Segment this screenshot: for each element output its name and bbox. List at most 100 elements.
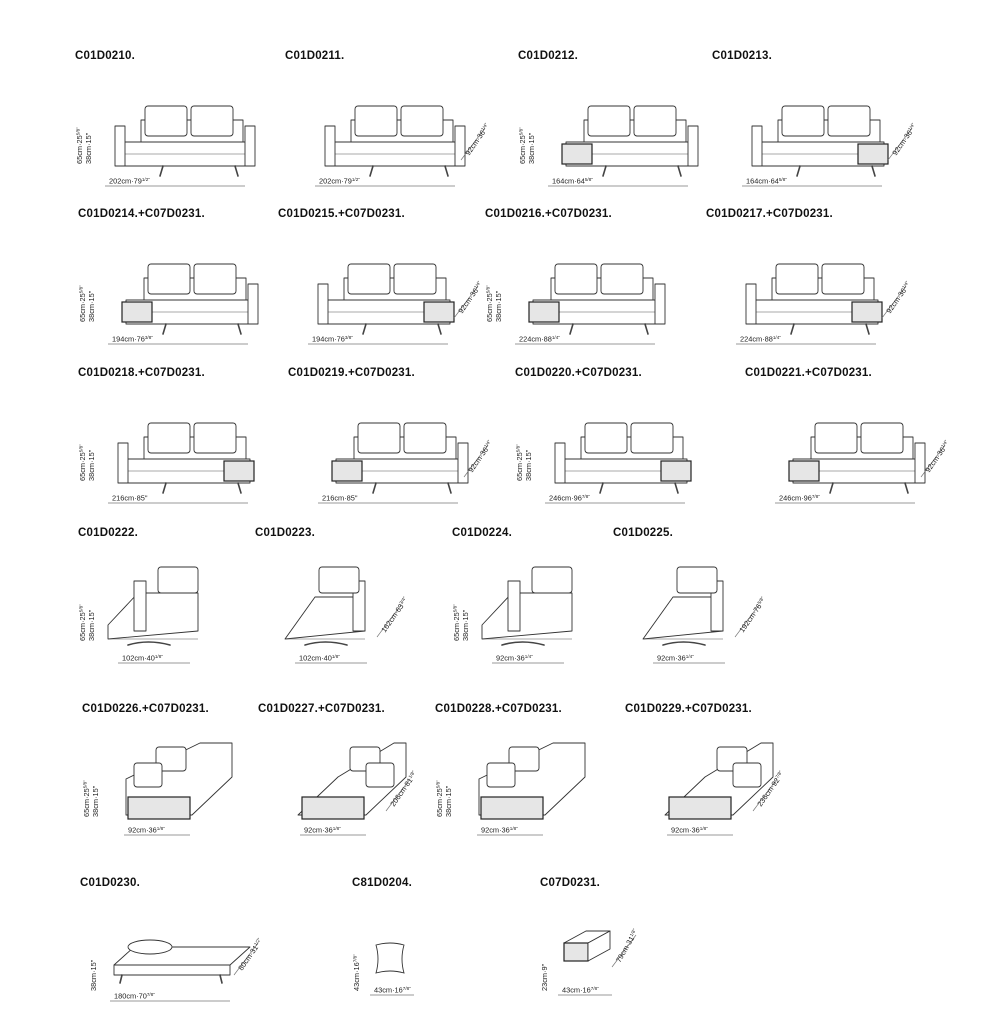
depth-label-main: 92cm·36 [456,286,480,315]
chaise-arm [133,580,147,632]
height-label: 65cm·255/8" [515,444,524,481]
right-armrest [244,125,256,167]
sofa-leg [865,323,870,335]
back-cushion [827,105,871,137]
width-label-main: 224cm·88 [519,335,552,344]
depth-label: 79cm·311/8" [614,927,640,964]
width-label-fraction: 7/8" [812,494,820,499]
width-label-main: 216cm·85" [322,494,358,503]
bench-leg [119,974,123,984]
width-label: 164cm·645/8" [746,177,787,186]
width-label: 92cm·361/8" [128,826,165,835]
width-label: 202cm·791/2" [109,177,150,186]
width-label: 224cm·881/4" [519,335,560,344]
width-label-main: 102cm·40 [299,654,332,663]
height-label-main: 65cm·25 [518,135,527,164]
product-code: C01D0227.+C07D0231. [258,703,385,715]
width-label-fraction: 7/8" [591,986,599,991]
chaise-base [662,641,706,646]
back-cushion [630,422,674,454]
back-cushion [781,105,825,137]
product-code: C01D0221.+C07D0231. [745,367,872,379]
back-cushion [403,422,447,454]
product-code: C01D0213. [712,50,772,62]
product-code: C01D0210. [75,50,135,62]
seat-height-label: 38cm·15" [87,290,96,322]
depth-dimension-line [611,934,637,968]
sofa-leg [437,323,442,335]
width-label: 92cm·361/8" [304,826,341,835]
sofa-leg [904,482,909,494]
product-cell: C01D0226.+C07D0231. 65cm·255/8"38cm·15" 92… [82,703,302,853]
width-label-main: 202cm·79 [319,177,352,186]
product-code: C01D0229.+C07D0231. [625,703,752,715]
height-label-main: 65cm·25 [75,135,84,164]
back-cushion [554,263,598,295]
back-cushion [633,105,677,137]
depth-dimension-line [376,604,402,638]
product-code: C01D0223. [255,527,315,539]
depth-dimension-line [734,604,760,638]
depth-dimension-line [385,778,411,812]
back-cushion [193,422,237,454]
width-label-main: 246cm·96 [779,494,812,503]
sofa-leg [602,165,607,177]
product-cell: C01D0214.+C07D0231.65cm·255/8"38cm·15"19… [78,208,298,358]
height-label: 65cm·255/8" [78,444,87,481]
height-label-fraction: 7/8" [352,954,357,962]
product-drawing: 38cm·15"180cm·707/8"80cm·311/2" [89,937,262,1002]
product-drawing: 216cm·85"92cm·361/4" [318,422,492,504]
product-cell: C01D0222.65cm·255/8"38cm·15"102cm·401/8" [78,527,298,677]
width-label-main: 43cm·16 [374,986,403,995]
product-cell: C01D0230.38cm·15"180cm·707/8"80cm·311/2" [80,877,300,1027]
back-cushion [775,263,819,295]
product-code: C01D0226.+C07D0231. [82,703,209,715]
corner-cushion [365,762,395,788]
width-label-fraction: 1/8" [333,826,341,831]
depth-label: 92cm·361/4" [463,122,492,158]
height-label: 65cm·255/8" [435,780,444,817]
width-label-fraction: 1/8" [510,826,518,831]
height-label-fraction: 5/8" [515,444,520,452]
depth-label-main: 92cm·36 [466,445,490,474]
height-label-main: 65cm·25 [78,293,87,322]
chaise-base [304,641,348,646]
chaise-seat [107,592,199,640]
height-label: 65cm·255/8" [82,780,91,817]
depth-label: 192cm·765/8" [737,595,768,634]
product-drawing: 246cm·967/8"92cm·361/4" [775,422,949,504]
width-label-main: 224cm·88 [740,335,773,344]
depth-label-main: 92cm·36 [884,286,908,315]
sofa-leg [829,482,834,494]
left-armrest [114,125,126,167]
width-label-main: 92cm·36 [128,826,157,835]
width-label-main: 102cm·40 [122,654,155,663]
back-cushion [147,422,191,454]
product-drawing: 65cm·255/8"38cm·15"246cm·967/8" [515,422,692,504]
height-label-main: 65cm·25 [515,452,524,481]
width-label: 43cm·167/8" [562,986,599,995]
seat-height-label: 38cm·15" [494,290,503,322]
product-cell: C01D0210. 65cm·255/8"38cm·15" 202cm·791/2" [75,50,295,200]
sofa-leg [237,482,242,494]
right-armrest [914,442,926,484]
width-label-fraction: 5/8" [779,177,787,182]
height-label-fraction: 5/8" [452,604,457,612]
product-code: C01D0212. [518,50,578,62]
corner-table [127,796,191,820]
width-label: 194cm·763/8" [112,335,153,344]
height-label: 65cm·255/8" [75,127,84,164]
width-label-main: 43cm·16 [562,986,591,995]
product-cell: C01D0212.65cm·255/8"38cm·15"164cm·645/8" [518,50,738,200]
product-drawing: 65cm·255/8"38cm·15"194cm·763/8" [78,263,259,345]
seat-height-label: 38cm·15" [91,785,100,817]
depth-label-fraction: 5/8" [756,595,765,605]
depth-label-main: 92cm·36 [890,128,914,157]
depth-label-main: 162cm·63 [379,602,405,634]
seat-height-label-main: 38cm·15" [84,132,93,164]
product-code: C01D0211. [285,50,345,62]
sofa-leg [444,165,449,177]
product-drawing: 65cm·255/8"38cm·15"224cm·881/4" [485,263,666,345]
back-cushion [400,105,444,137]
product-cell: C01D0219.+C07D0231.216cm·85"92cm·361/4" [288,367,508,517]
